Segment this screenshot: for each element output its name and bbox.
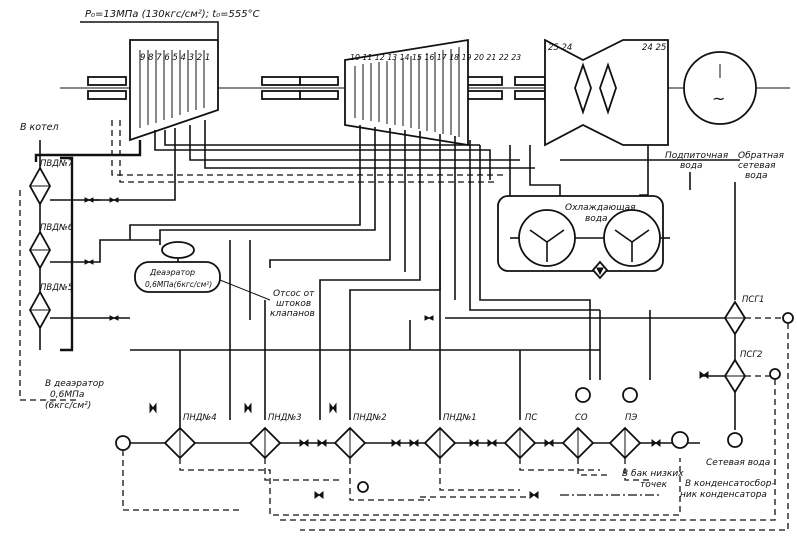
valve-leak-label-1: Отсос от [273, 289, 315, 299]
network-heaters [280, 300, 794, 531]
psg2-label: ПСГ2 [740, 350, 762, 360]
to-deaerator-label-2: 0,6МПа [50, 390, 84, 400]
valves [84, 197, 709, 499]
pe-label: ПЭ [625, 413, 637, 423]
cooling-water-label-2: вода [585, 214, 608, 224]
pvd6-label: ПВД№6 [40, 223, 74, 233]
glands-row [87, 76, 659, 100]
pvd5-label: ПВД№5 [40, 283, 73, 293]
so-label: СО [575, 413, 588, 423]
hp-cylinder [129, 39, 219, 142]
ip-cylinder [344, 38, 469, 147]
makeup-water-label-1: Подпиточная [665, 151, 729, 161]
pnd1-label: ПНД№1 [443, 413, 477, 423]
return-water-label-1: Обратная [738, 151, 785, 161]
ps-label: ПС [525, 413, 537, 423]
to-boiler-label: В котел [20, 122, 59, 133]
main-steam-line [80, 21, 219, 40]
return-water-label-2: сетевая [738, 161, 776, 171]
pnd3-label: ПНД№3 [268, 413, 302, 423]
condensers [497, 195, 670, 280]
drain-tank-label-1: В бак низких [622, 469, 684, 479]
valve-leak-label-3: клапанов [270, 309, 315, 319]
leader-line [219, 279, 271, 301]
high-pressure-heaters [19, 140, 160, 401]
cooling-water-label-1: Охлаждающая [565, 203, 636, 213]
generator [683, 51, 757, 125]
pvd7-label: ПВД№7 [40, 159, 74, 169]
deaerator-label-2: 0,6МПа(6кгс/см²) [145, 280, 212, 289]
deaerator-label-1: Деаэратор [149, 268, 195, 277]
condensate-collector-label-1: В конденсатосбор- [685, 479, 775, 489]
to-deaerator-label-3: (6кгс/см²) [45, 401, 91, 411]
steam-parameters: P₀=13МПа (130кгс/см²); t₀=555°C [85, 9, 260, 20]
lp-cylinder [544, 38, 669, 147]
psg1-label: ПСГ1 [742, 295, 764, 305]
pnd4-label: ПНД№4 [183, 413, 217, 423]
deaerator [134, 241, 221, 293]
return-water-label-3: вода [745, 171, 768, 181]
drain-tank-label-2: точек [640, 480, 668, 490]
extraction-lines [34, 120, 740, 420]
lp-heater-train [115, 310, 700, 516]
generator-symbol: ~ [712, 89, 725, 108]
valve-leak-label-2: штоков [276, 299, 311, 309]
network-water-label: Сетевая вода [706, 458, 770, 468]
lp-left-stages: 25 24 [548, 43, 572, 53]
condensate-collector-label-2: ник конденсатора [680, 490, 767, 500]
to-deaerator-label-1: В деаэратор [45, 379, 104, 389]
hp-stage-numbers: 9 8 7 6 5 4 3 2 1 [140, 53, 210, 63]
makeup-water-label-2: вода [680, 161, 703, 171]
ip-stage-numbers: 10 11 12 13 14 15 16 17 18 19 20 21 22 2… [350, 53, 521, 62]
pnd2-label: ПНД№2 [353, 413, 387, 423]
lp-right-stages: 24 25 [642, 43, 666, 53]
